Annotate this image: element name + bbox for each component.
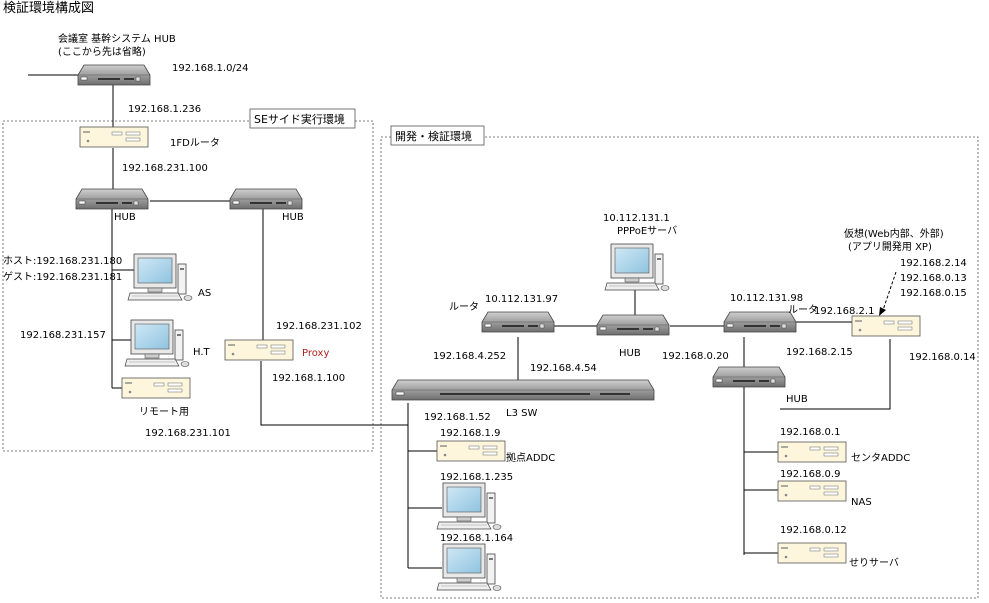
ht-pc <box>124 319 190 367</box>
dev-router-2-ip-below: 192.168.2.15 <box>786 347 853 358</box>
center-addc-ip: 192.168.0.1 <box>780 427 840 438</box>
as-label: AS <box>198 288 211 299</box>
ht-ip: 192.168.231.157 <box>20 330 106 341</box>
dev-router-1 <box>481 311 555 333</box>
dev-hub-right-label: HUB <box>786 394 808 405</box>
pppoe-pc <box>604 243 670 291</box>
se-hub-2 <box>229 188 303 210</box>
dev-router-2-label: ルータ <box>788 304 818 316</box>
virtual-server <box>851 315 921 337</box>
virtual-label-1: 仮想(Web内部、外部) <box>844 227 944 240</box>
pppoe-label: PPPoEサーバ <box>617 225 677 237</box>
dev-router-1-ip-top: 10.112.131.97 <box>485 294 558 305</box>
virtual-ip-3: 192.168.0.15 <box>900 288 967 299</box>
pppoe-ip: 10.112.131.1 <box>603 213 670 224</box>
dev-router-2-ip-left: 192.168.0.20 <box>662 351 729 362</box>
fd-router-ip: 192.168.231.100 <box>122 163 208 174</box>
dev-pc-2 <box>436 543 502 591</box>
connection-lines <box>28 74 891 569</box>
as-guest-ip: ゲスト:192.168.231.181 <box>3 271 122 283</box>
proxy-ip-2: 192.168.1.100 <box>272 373 345 384</box>
center-addc-server <box>777 441 847 463</box>
se-hub-2-label: HUB <box>282 212 304 223</box>
fd-router <box>79 126 149 148</box>
dev-router-2-ip-top: 10.112.131.98 <box>730 293 803 304</box>
remote-label: リモート用 <box>139 407 189 418</box>
dev-hub-middle-label: HUB <box>619 348 641 359</box>
dev-router-1-ip-bottom: 192.168.4.252 <box>433 351 506 362</box>
top-hub <box>77 64 151 86</box>
ht-label: H.T <box>193 347 211 358</box>
se-zone-border <box>2 120 374 452</box>
virtual-label-2: (アプリ開発用 XP) <box>848 240 932 253</box>
fd-router-label: 1FDルータ <box>170 137 220 149</box>
nas-label: NAS <box>851 497 872 508</box>
branch-addc-server <box>436 440 506 462</box>
proxy-label: Proxy <box>302 348 329 359</box>
dev-pc-1-ip: 192.168.1.235 <box>440 472 513 483</box>
seri-ip: 192.168.0.12 <box>780 525 847 536</box>
proxy-ip-1: 192.168.231.102 <box>276 321 362 332</box>
page-title: 検証環境構成図 <box>3 1 94 16</box>
se-zone-label-box <box>249 108 356 129</box>
remote-server <box>121 377 191 399</box>
seri-server <box>777 542 847 564</box>
center-addc-label: センタADDC <box>851 452 910 464</box>
dev-router-2-ip-right: 192.168.2.1 <box>814 306 874 317</box>
virtual-link-arrow <box>881 271 897 314</box>
seri-label: せりサーバ <box>849 557 899 569</box>
as-host-ip: ホスト:192.168.231.180 <box>3 255 122 267</box>
nas-server <box>777 480 847 502</box>
dev-pc-1 <box>436 482 502 530</box>
l3-switch <box>391 379 655 401</box>
l3-ip-top: 192.168.4.54 <box>530 363 597 374</box>
proxy-server <box>224 339 294 361</box>
dev-hub-right <box>712 366 786 388</box>
se-zone-label: SEサイド実行環境 <box>254 112 345 126</box>
arrow-head-icon <box>879 307 886 316</box>
branch-addc-label: 拠点ADDC <box>506 451 555 464</box>
virtual-ip-2: 192.168.0.13 <box>900 273 967 284</box>
top-hub-sublabel: (ここから先は省略) <box>58 45 146 58</box>
dev-hub-middle <box>596 314 670 336</box>
virtual-ip-4: 192.168.0.14 <box>909 352 976 363</box>
remote-ip: 192.168.231.101 <box>145 428 231 439</box>
virtual-ip-1: 192.168.2.14 <box>900 258 967 269</box>
dev-zone-label: 開発・検証環境 <box>395 129 472 143</box>
dev-pc-2-ip: 192.168.1.164 <box>440 533 513 544</box>
top-net-label: 192.168.1.0/24 <box>172 63 249 74</box>
dev-router-2 <box>723 311 797 333</box>
top-hub-label: 会議室 基幹システム HUB <box>58 32 176 45</box>
top-hub-ip: 192.168.1.236 <box>128 104 201 115</box>
as-pc <box>127 253 193 301</box>
nas-ip: 192.168.0.9 <box>780 469 840 480</box>
dev-zone-label-box <box>390 125 485 146</box>
dev-zone-border <box>380 136 979 599</box>
branch-addc-ip: 192.168.1.9 <box>440 428 500 439</box>
l3-ip-left: 192.168.1.52 <box>424 412 491 423</box>
l3-label: L3 SW <box>506 408 537 419</box>
dev-router-1-label: ルータ <box>449 301 479 313</box>
se-hub-1 <box>75 188 149 210</box>
se-hub-1-label: HUB <box>114 212 136 223</box>
